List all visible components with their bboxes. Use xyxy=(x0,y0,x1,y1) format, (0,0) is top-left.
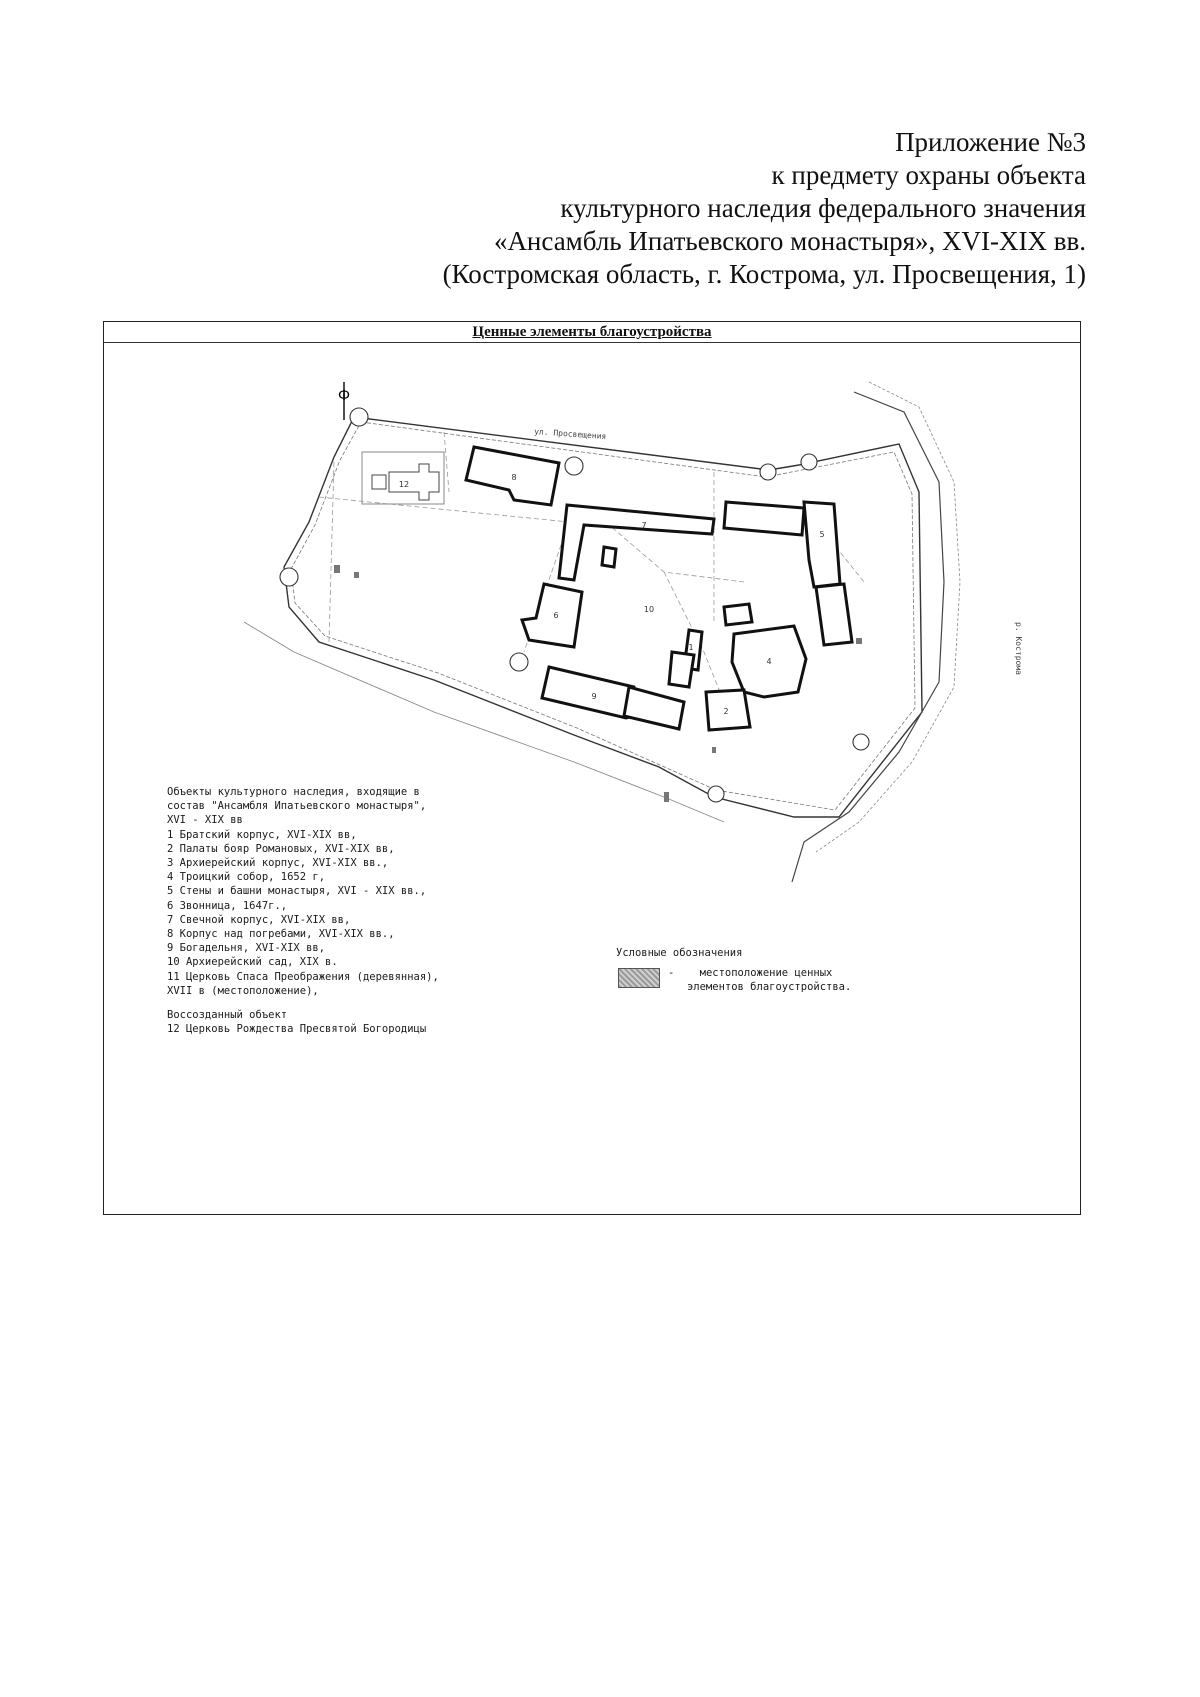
building-small-1 xyxy=(600,545,618,569)
legend-item-2: 2 Палаты бояр Романовых, XVI-XIX вв, xyxy=(167,842,395,855)
building-1b xyxy=(667,650,696,689)
building-label-9: 9 xyxy=(591,692,596,701)
legend-item-9: 9 Богадельня, XVI-XIX вв, xyxy=(167,942,326,955)
church-12-outline xyxy=(361,451,445,505)
building-4 xyxy=(730,624,808,699)
building-label-1: 1 xyxy=(688,643,693,652)
street-label: ул. Просвещения xyxy=(534,427,607,441)
tower-markers xyxy=(279,407,870,803)
legend-item-10: 10 Архиерейский сад, XIX в. xyxy=(167,956,338,969)
building-9b xyxy=(622,685,686,731)
heading-line-4: «Ансамбль Ипатьевского монастыря», XVI-X… xyxy=(493,226,1086,256)
river-label: р. Кострома xyxy=(1014,622,1023,675)
building-3 xyxy=(722,500,806,537)
heading-line-3: культурного наследия федерального значен… xyxy=(560,193,1086,223)
document-heading: Приложение №3 к предмету охраны объекта … xyxy=(443,126,1086,291)
north-arrow-icon: Ф xyxy=(338,382,350,420)
symbols-line-1: местоположение ценных xyxy=(699,967,833,979)
hatched-swatch-icon xyxy=(618,968,660,988)
legend-item-5: 5 Стены и башни монастыря, XVI - XIX вв.… xyxy=(167,885,427,898)
building-8 xyxy=(464,445,561,507)
legend-heading-1: Объекты культурного наследия, входящие в xyxy=(167,786,420,798)
building-2 xyxy=(704,688,752,732)
building-label-12: 12 xyxy=(399,480,409,489)
symbols-dash: - xyxy=(668,967,675,979)
legend-item-8: 8 Корпус над погребами, XVI-XIX вв., xyxy=(167,928,395,941)
building-label-7: 7 xyxy=(641,521,646,530)
legend-item-11: 11 Церковь Спаса Преображения (деревянна… xyxy=(167,970,439,983)
heading-line-2: к предмету охраны объекта xyxy=(771,160,1086,190)
legend-heading-2: состав "Ансамбля Ипатьевского монастыря"… xyxy=(167,800,427,813)
symbols-heading: Условные обозначения xyxy=(616,947,743,959)
symbols-description: - местоположение ценных элементов благоу… xyxy=(668,966,851,994)
building-7 xyxy=(557,503,716,582)
building-6 xyxy=(519,582,584,649)
legend-recreated-item: 12 Церковь Рождества Пресвятой Богородиц… xyxy=(167,1023,427,1036)
heading-line-1: Приложение №3 xyxy=(895,127,1086,157)
building-label-5: 5 xyxy=(819,530,824,539)
building-label-2: 2 xyxy=(723,707,728,716)
building-small-2 xyxy=(722,602,754,627)
legend-item-7: 7 Свечной корпус, XVI-XIX вв, xyxy=(167,913,351,926)
legend-item-6: 6 Звонница, 1647г., xyxy=(167,899,288,912)
legend-item-3: 3 Архиерейский корпус, XVI-XIX вв., xyxy=(167,857,389,870)
landscape-element-markers xyxy=(334,565,862,802)
legend: Объекты культурного наследия, входящие в… xyxy=(167,785,439,1036)
building-label-6: 6 xyxy=(553,611,558,620)
building-label-4: 4 xyxy=(766,657,771,666)
north-symbol: Ф xyxy=(338,388,350,404)
plan-frame: Ценные элементы благоустройства Ф ул. Пр… xyxy=(103,321,1081,1215)
plan-title: Ценные элементы благоустройства xyxy=(104,322,1080,343)
legend-recreated-heading: Воссозданный объект xyxy=(167,1009,288,1022)
legend-item-1: 1 Братский корпус, XVI-XIX вв, xyxy=(167,828,357,841)
building-label-8: 8 xyxy=(511,473,516,482)
site-plan: Ф ул. Просвещения р. Кострома xyxy=(243,381,1023,883)
legend-item-4: 4 Троицкий собор, 1652 г, xyxy=(167,871,326,884)
symbols-line-2: элементов благоустройства. xyxy=(686,981,852,993)
legend-item-11-cont: XVII в (местоположение), xyxy=(167,984,319,997)
building-label-10: 10 xyxy=(644,605,654,614)
monastery-wall xyxy=(283,416,923,818)
building-5b xyxy=(814,582,854,647)
legend-heading-3: XVI - XIX вв xyxy=(167,814,243,827)
heading-line-5: (Костромская область, г. Кострома, ул. П… xyxy=(442,259,1086,289)
building-5 xyxy=(802,500,842,589)
